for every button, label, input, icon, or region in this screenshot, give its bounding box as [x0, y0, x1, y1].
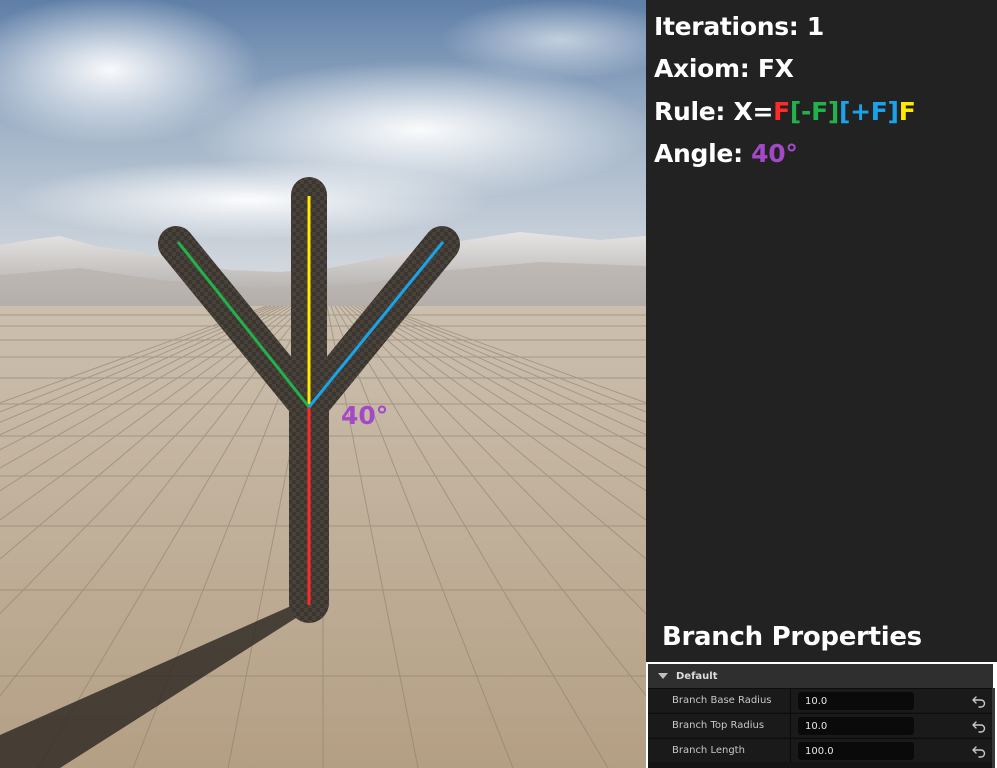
details-panel-body: Default Branch Base Radius Branch Top Ra… — [648, 664, 995, 768]
property-row-branch-top-radius: Branch Top Radius — [648, 713, 993, 738]
lsystem-info-panel: Iterations: 1 Axiom: FX Rule: X=F[-F][+F… — [646, 0, 997, 662]
reset-to-default-icon[interactable] — [971, 693, 987, 709]
property-label: Branch Length — [672, 745, 745, 756]
angle-label: Angle: — [654, 139, 752, 168]
tree-shadow — [0, 602, 318, 768]
reset-to-default-icon[interactable] — [971, 718, 987, 734]
property-row-branch-length: Branch Length — [648, 738, 993, 763]
category-label: Default — [676, 670, 718, 682]
axiom-value: FX — [757, 54, 794, 83]
iterations-value: 1 — [806, 12, 824, 41]
rule-line: Rule: X=F[-F][+F]F — [654, 97, 916, 126]
rule-label: Rule: — [654, 97, 734, 126]
segment-blue — [307, 241, 445, 408]
cloud — [440, 0, 646, 80]
axiom-label: Axiom: — [654, 54, 758, 83]
branch-length-input[interactable] — [798, 742, 914, 760]
branch-properties-title: Branch Properties — [662, 622, 922, 652]
segment-green — [176, 241, 311, 408]
chevron-down-icon[interactable] — [658, 673, 668, 679]
reset-to-default-icon[interactable] — [971, 743, 987, 759]
property-row-branch-base-radius: Branch Base Radius — [648, 688, 993, 713]
details-scrollbar[interactable] — [992, 688, 995, 768]
angle-annotation: 40° — [341, 401, 388, 430]
rule-prefix: X= — [733, 97, 774, 126]
iterations-line: Iterations: 1 — [654, 12, 824, 41]
rule-part-green: [-F] — [789, 97, 839, 126]
property-label: Branch Base Radius — [672, 695, 772, 706]
3d-viewport[interactable]: 40° — [0, 0, 646, 768]
property-label: Branch Top Radius — [672, 720, 765, 731]
axiom-line: Axiom: FX — [654, 54, 794, 83]
category-header-default[interactable]: Default — [648, 664, 993, 688]
iterations-label: Iterations: — [654, 12, 807, 41]
viewport-scene: 40° — [0, 0, 646, 768]
column-divider[interactable] — [790, 739, 791, 763]
branch-base-radius-input[interactable] — [798, 692, 914, 710]
angle-value: 40° — [751, 139, 798, 168]
cloud — [10, 160, 490, 240]
column-divider[interactable] — [790, 689, 791, 713]
branch-top-radius-input[interactable] — [798, 717, 914, 735]
rule-part-blue: [+F] — [839, 97, 899, 126]
column-divider[interactable] — [790, 714, 791, 738]
cloud — [0, 0, 260, 145]
rule-part-yellow: F — [898, 97, 916, 126]
details-panel: Default Branch Base Radius Branch Top Ra… — [646, 662, 997, 768]
angle-line: Angle: 40° — [654, 139, 798, 168]
rule-part-red: F — [773, 97, 790, 126]
